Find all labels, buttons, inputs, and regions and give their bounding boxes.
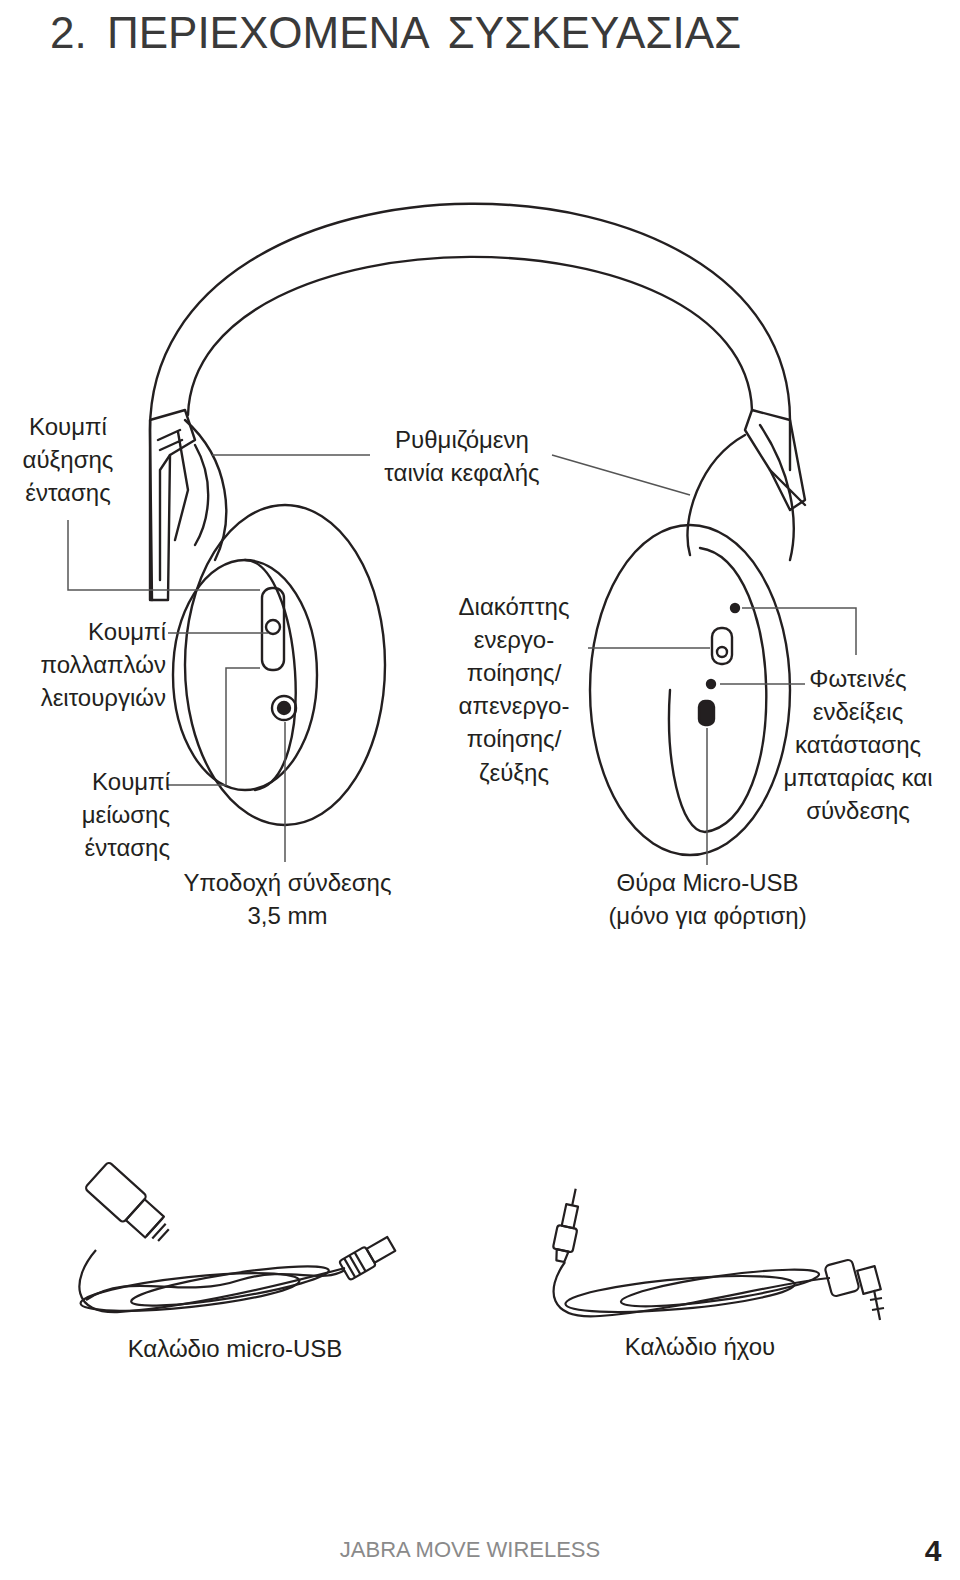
- usb-port: [699, 701, 714, 725]
- leader-line: [168, 668, 260, 785]
- cable-loop: [86, 1270, 345, 1300]
- multi-button: [266, 620, 280, 634]
- leader-line: [168, 632, 268, 634]
- leader-line: [588, 647, 710, 649]
- part-label: Ρυθμιζόμενη ταινία κεφαλής: [372, 423, 552, 489]
- part-label: Υποδοχή σύνδεσης 3,5 mm: [180, 866, 395, 932]
- leader-line: [212, 454, 370, 456]
- part-label: Διακόπτης ενεργο- ποίησης/ απενεργο- ποί…: [440, 590, 588, 789]
- audio-jack-outer: [272, 696, 296, 720]
- leader-line: [720, 683, 805, 685]
- micro-usb-plug: [339, 1234, 397, 1280]
- straight-jack-plug: [551, 1187, 586, 1264]
- leader-line: [706, 728, 708, 865]
- leader-line: [68, 520, 260, 590]
- part-label: Θύρα Micro-USB (μόνο για φόρτιση): [595, 866, 820, 932]
- audio-jack-inner: [278, 702, 290, 714]
- headband-inner: [188, 257, 752, 415]
- right-arm: [687, 425, 805, 560]
- cable-caption: Καλώδιο ήχου: [600, 1330, 800, 1363]
- leader-line: [284, 722, 286, 862]
- power-switch-knob: [717, 647, 727, 657]
- right-angle-jack-plug: [824, 1259, 884, 1320]
- leader-line: [552, 455, 690, 495]
- cable-caption: Καλώδιο micro-USB: [110, 1332, 360, 1365]
- left-yoke: [150, 410, 195, 600]
- cable-loop: [619, 1262, 820, 1314]
- volume-rocker: [262, 588, 284, 670]
- page-number: 4: [915, 1530, 951, 1571]
- left-cup-side: [245, 560, 296, 790]
- part-label: Κουμπί αύξησης έντασης: [8, 410, 128, 509]
- part-label: Κουμπί πολλαπλών λειτουργιών: [6, 615, 166, 714]
- footer-text: JABRA MOVE WIRELESS: [330, 1535, 610, 1565]
- part-label: Φωτεινές ενδείξεις κατάστασης μπαταρίας …: [762, 662, 954, 828]
- part-label: Κουμπί μείωσης έντασης: [4, 765, 170, 864]
- leader-line: [742, 608, 856, 655]
- left-arm: [160, 420, 226, 580]
- led-bottom: [707, 680, 715, 688]
- left-slider-detail: [158, 430, 188, 540]
- power-switch: [712, 628, 732, 664]
- led-top: [731, 604, 739, 612]
- right-cup-face: [669, 548, 766, 832]
- right-cushion: [590, 525, 790, 855]
- headband: [150, 204, 790, 600]
- left-plate: [173, 560, 317, 790]
- usb-a-plug: [85, 1162, 176, 1249]
- page-title: 2. ΠΕΡΙΕΧΟΜΕΝΑ ΣΥΣΚΕΥΑΣΙΑΣ: [50, 4, 741, 61]
